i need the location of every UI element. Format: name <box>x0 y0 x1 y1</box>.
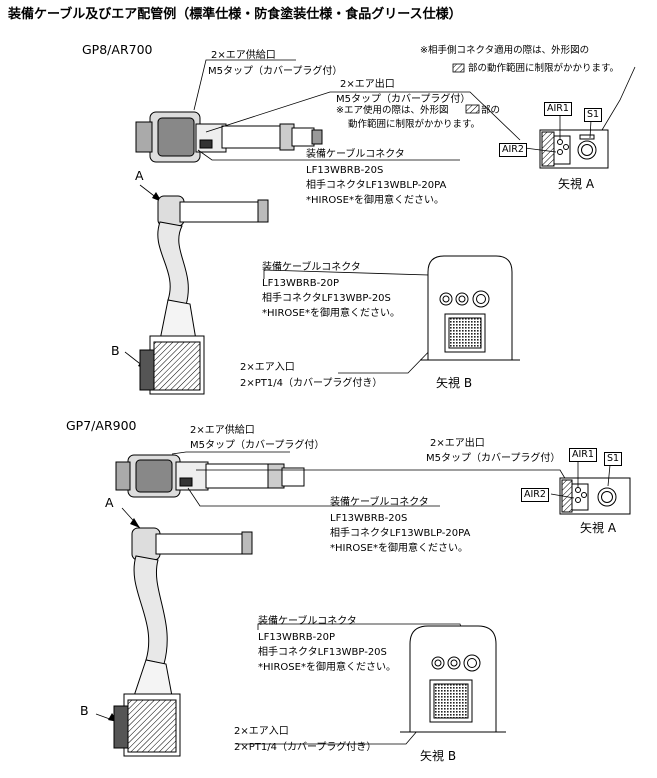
cable-note: *HIROSE*を御用意ください。 <box>306 195 444 206</box>
connector-note-line1: ※相手側コネクタ適用の際は、外形図の <box>420 45 590 56</box>
air-out-title: 2×エア出口 <box>340 79 395 90</box>
tag-air2: AIR2 <box>521 488 549 502</box>
base-cable-title: 装備ケーブルコネクタ <box>262 262 361 273</box>
model-label: GP8/AR700 <box>82 42 153 57</box>
air-out-spec: M5タップ（カバープラグ付） <box>336 94 471 105</box>
air-supply-title: 2×エア供給口 <box>211 50 276 61</box>
base-cable-mate: 相手コネクタLF13WBP-20S <box>258 647 387 658</box>
s2-view-a <box>559 477 631 515</box>
cable-part: LF13WBRB-20S <box>306 165 384 176</box>
s1-robot-body <box>139 195 269 395</box>
s1-view-a <box>539 129 609 169</box>
air-supply-spec: M5タップ（カバープラグ付） <box>190 440 325 451</box>
cable-mate: 相手コネクタLF13WBLP-20PA <box>330 528 471 539</box>
tag-s1: S1 <box>604 452 623 466</box>
air-out-note-line2: 動作範囲に制限がかかります。 <box>348 119 481 130</box>
base-cable-title: 装備ケーブルコネクタ <box>258 616 357 627</box>
arrow-a-label: A <box>135 168 144 183</box>
base-cable-part: LF13WBRB-20P <box>258 632 335 643</box>
air-out-spec: M5タップ（カバープラグ付） <box>426 453 561 464</box>
cable-title: 装備ケーブルコネクタ <box>306 149 405 160</box>
cable-part: LF13WBRB-20S <box>330 513 408 524</box>
arrow-b-label: B <box>80 703 89 718</box>
air-out-note-line1b: 部の <box>481 105 501 116</box>
s2-robot-body <box>113 527 253 757</box>
cable-mate: 相手コネクタLF13WBLP-20PA <box>306 180 447 191</box>
view-b-label: 矢視 B <box>436 376 473 390</box>
base-cable-note: *HIROSE*を御用意ください。 <box>258 662 396 673</box>
page-title: 装備ケーブル及びエア配管例（標準仕様・防食塗装仕様・食品グリース仕様） <box>8 7 462 22</box>
base-cable-part: LF13WBRB-20P <box>262 278 339 289</box>
base-cable-mate: 相手コネクタLF13WBP-20S <box>262 293 391 304</box>
air-in-spec: 2×PT1/4（カバープラグ付き） <box>234 742 377 753</box>
s2-upper-arm <box>115 454 305 498</box>
view-b-label: 矢視 B <box>420 749 457 763</box>
air-supply-spec: M5タップ（カバープラグ付） <box>208 66 343 77</box>
base-cable-note: *HIROSE*を御用意ください。 <box>262 308 400 319</box>
air-out-title: 2×エア出口 <box>430 438 485 449</box>
hatch-legend-icon <box>465 104 480 114</box>
s2-view-a-leaders <box>550 462 611 499</box>
tag-air1: AIR1 <box>544 102 572 116</box>
s1-view-a-leaders <box>524 115 592 153</box>
tag-s1: S1 <box>584 108 603 122</box>
air-in-title: 2×エア入口 <box>240 362 295 373</box>
view-a-label: 矢視 A <box>580 521 617 535</box>
tag-air2: AIR2 <box>499 143 527 157</box>
air-supply-title: 2×エア供給口 <box>190 425 255 436</box>
s1-view-b <box>420 255 520 361</box>
air-in-spec: 2×PT1/4（カバープラグ付き） <box>240 378 383 389</box>
hatch-legend-icon <box>452 63 465 73</box>
view-a-label: 矢視 A <box>558 177 595 191</box>
s1-upper-arm <box>135 111 323 163</box>
air-in-title: 2×エア入口 <box>234 726 289 737</box>
air-out-note-line1: ※エア使用の際は、外形図 <box>336 105 449 116</box>
arrow-a-label: A <box>105 495 114 510</box>
s2-view-b <box>400 625 506 733</box>
connector-note-line2: 部の動作範囲に制限がかかります。 <box>468 63 620 74</box>
tag-air1: AIR1 <box>569 448 597 462</box>
cable-title: 装備ケーブルコネクタ <box>330 497 429 508</box>
model-label: GP7/AR900 <box>66 418 137 433</box>
cable-note: *HIROSE*を御用意ください。 <box>330 543 468 554</box>
arrow-b-label: B <box>111 343 120 358</box>
